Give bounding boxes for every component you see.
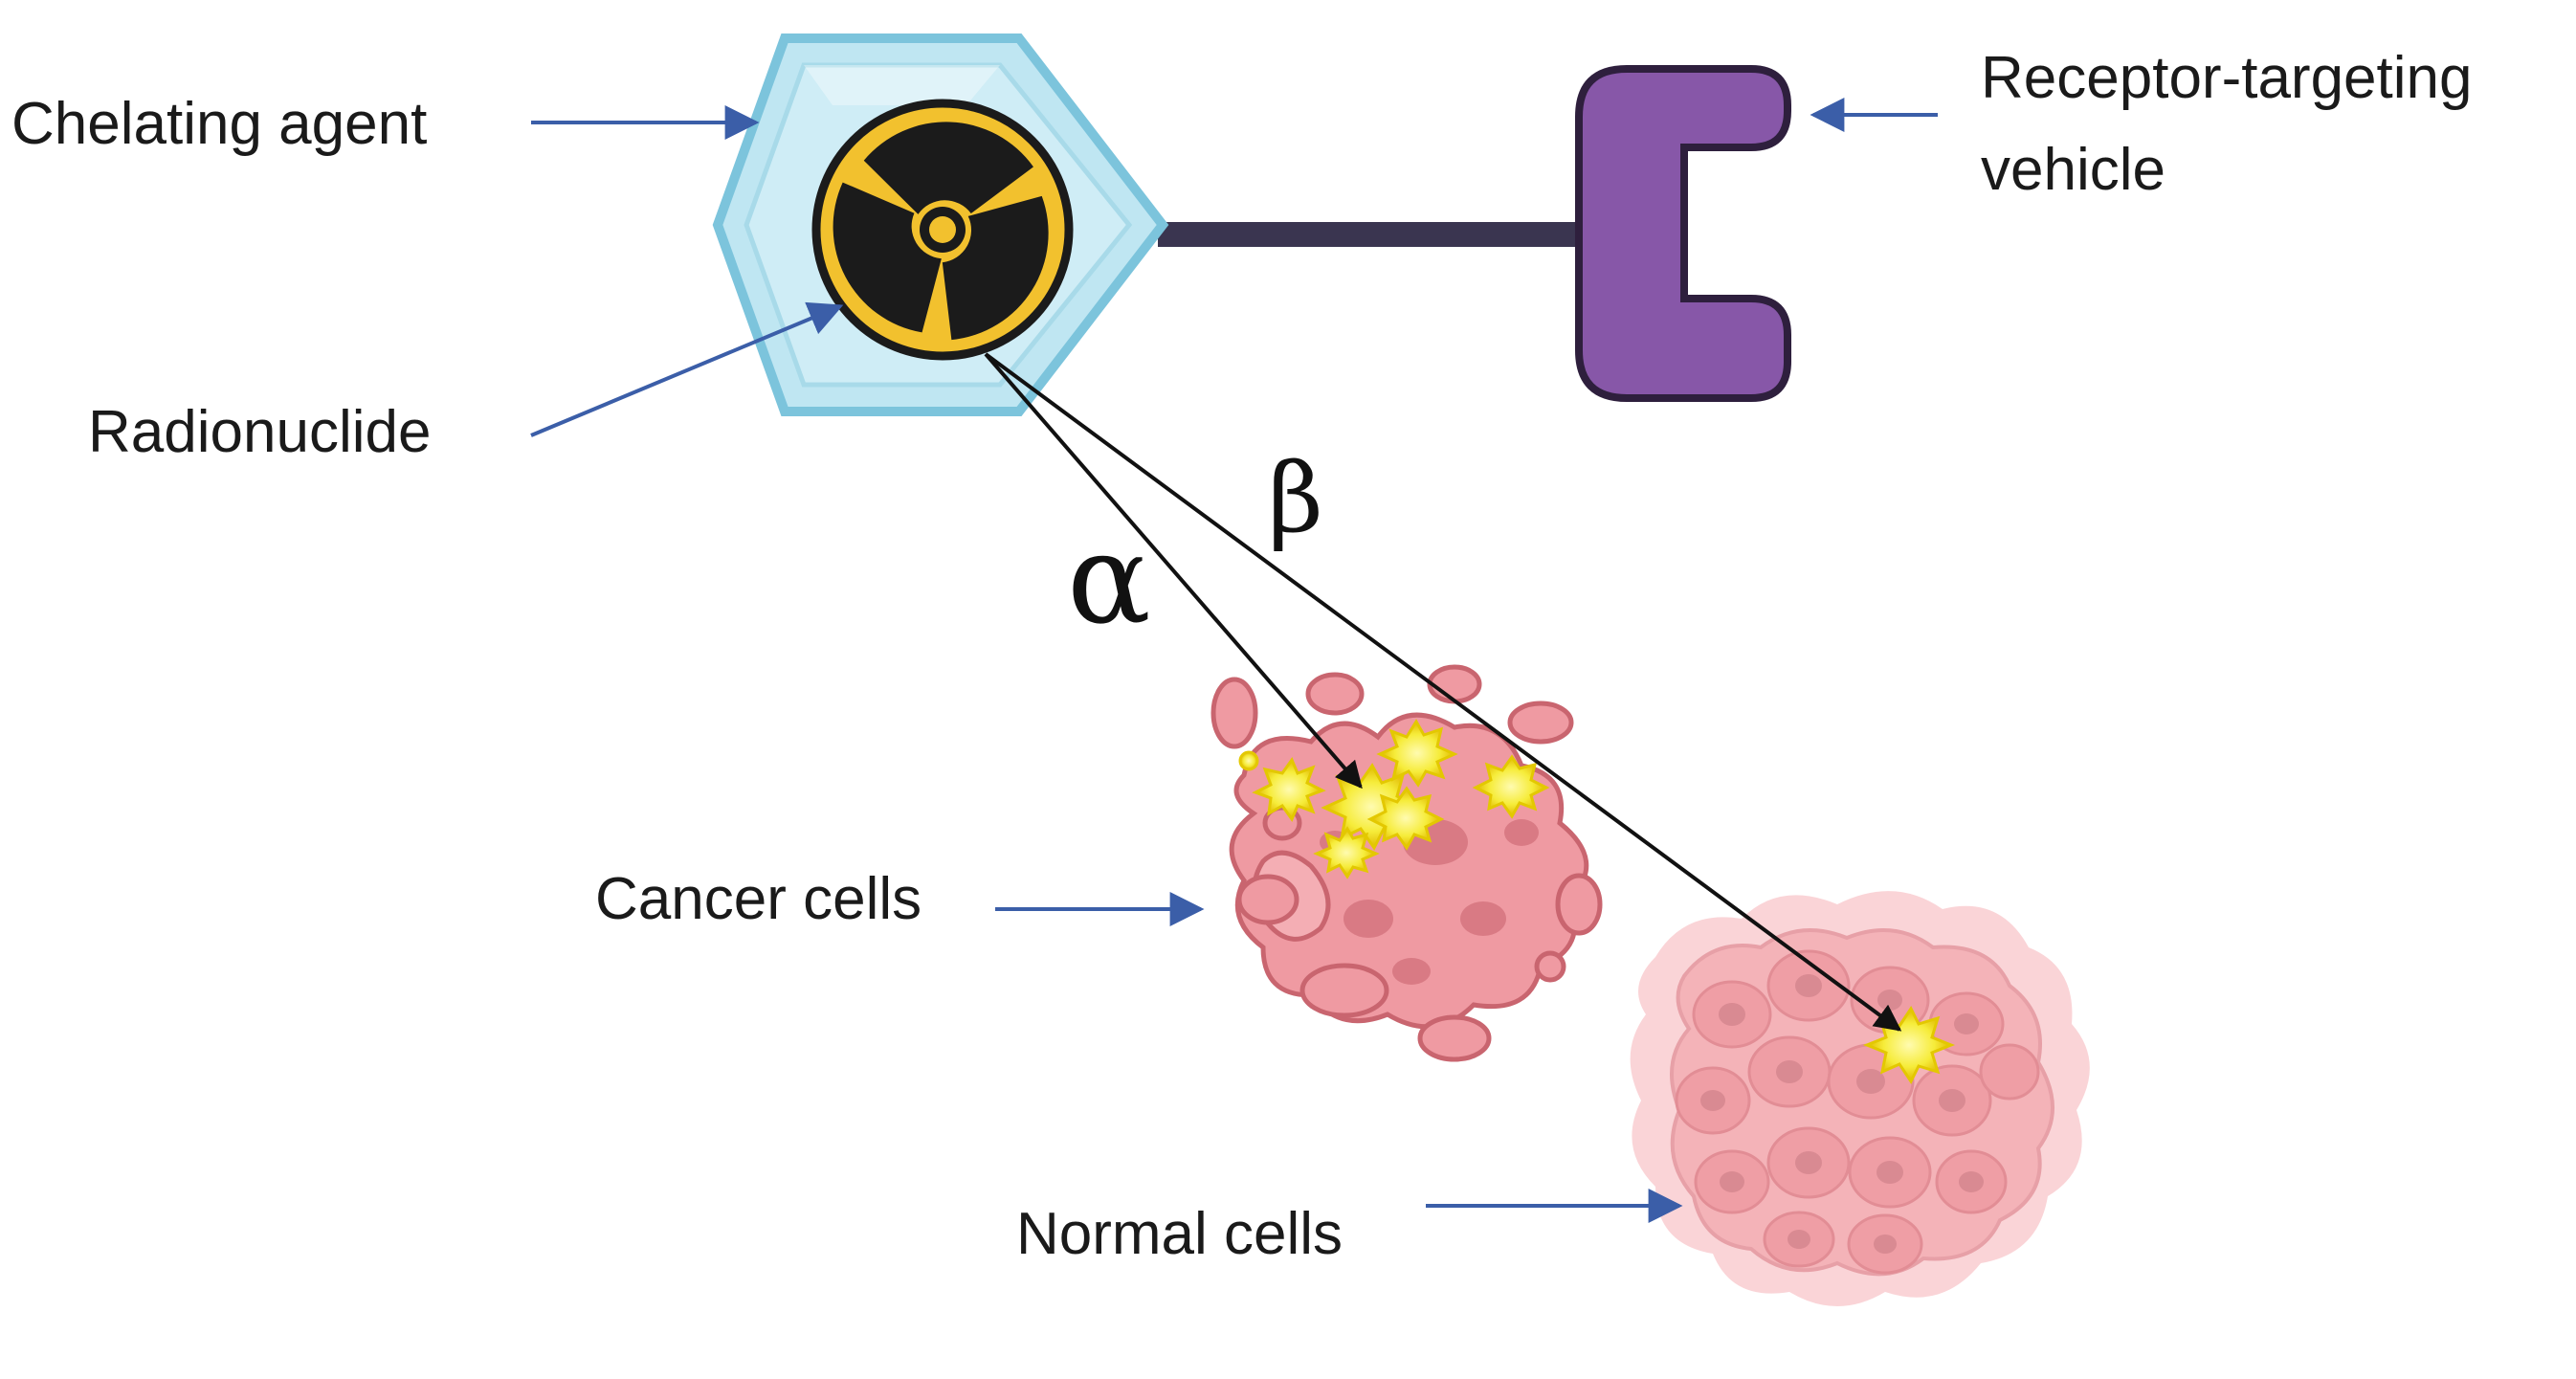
- alpha-trajectory-arrow: [984, 352, 1363, 790]
- cancer-cells-label: Cancer cells: [595, 866, 922, 932]
- radionuclide-pointer: [530, 301, 844, 437]
- receptor-label-line2: vehicle: [1981, 137, 2165, 203]
- normal-cells-label: Normal cells: [1016, 1201, 1343, 1267]
- normal-cells-cluster: [1630, 891, 2090, 1306]
- radiation-symbol-icon: [811, 99, 1074, 361]
- linker-bar: [1158, 222, 1598, 247]
- alpha-label: α: [1067, 506, 1151, 652]
- radionuclide-label: Radionuclide: [88, 399, 431, 465]
- receptor-targeting-vehicle: [1575, 65, 1791, 402]
- beta-label: β: [1268, 442, 1323, 554]
- beta-trajectory-arrow: [984, 352, 1902, 1032]
- chelating-agent-label: Chelating agent: [11, 91, 427, 157]
- receptor-label-line1: Receptor-targeting: [1981, 45, 2473, 111]
- cancer-cells-cluster: [1210, 664, 1603, 1062]
